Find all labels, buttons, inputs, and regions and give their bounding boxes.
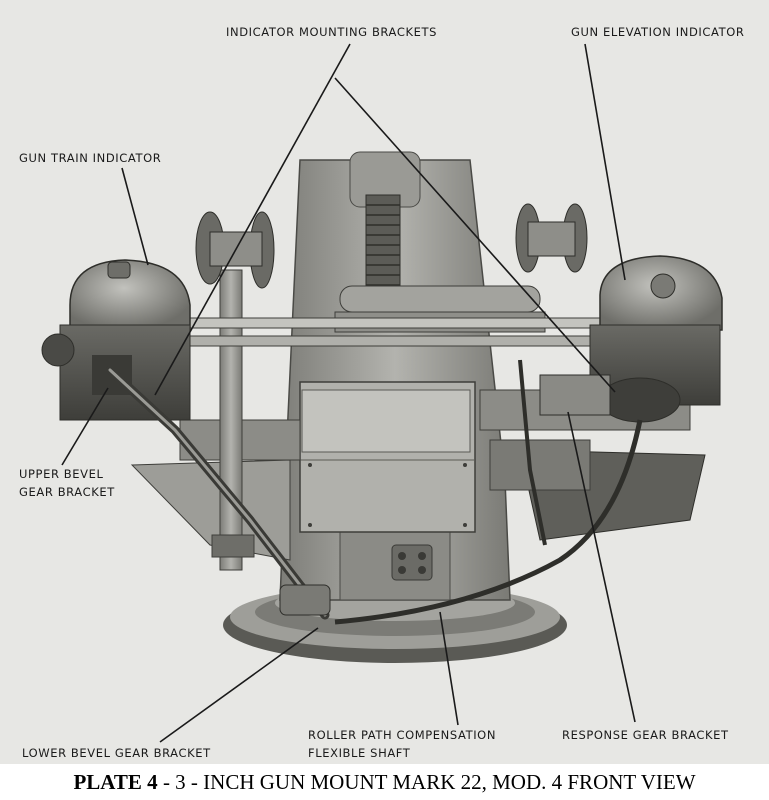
label-roller-path-line1: ROLLER PATH COMPENSATION — [308, 728, 497, 742]
elevating-rack — [349, 151, 421, 306]
gun-elevation-indicator-housing — [539, 255, 723, 423]
plate-caption: PLATE 4 - 3 - INCH GUN MOUNT MARK 22, MO… — [0, 767, 769, 800]
flexible-shaft-left — [105, 365, 331, 620]
right-handwheel — [515, 203, 588, 273]
plate-number: PLATE 4 — [73, 770, 158, 794]
right-side-bracket — [479, 389, 706, 541]
label-upper-bevel-line1: UPPER BEVEL — [19, 467, 104, 481]
plate-illustration: INDICATOR MOUNTING BRACKETS GUN ELEVATIO… — [0, 0, 769, 764]
label-response-gear-bracket: RESPONSE GEAR BRACKET — [562, 728, 729, 742]
label-lower-bevel-gear-bracket: LOWER BEVEL GEAR BRACKET — [22, 746, 211, 760]
gun-train-indicator-housing — [41, 259, 191, 421]
label-gun-elevation-indicator: GUN ELEVATION INDICATOR — [571, 25, 745, 39]
label-gun-train-indicator: GUN TRAIN INDICATOR — [19, 151, 162, 165]
gun-mount-drawing — [41, 43, 723, 743]
label-indicator-mounting-brackets: INDICATOR MOUNTING BRACKETS — [226, 25, 437, 39]
front-cover-box — [299, 381, 476, 533]
flexible-shaft-right — [334, 359, 643, 625]
left-handwheel — [195, 211, 275, 289]
leader-lines — [61, 43, 636, 743]
label-roller-path-line2: FLEXIBLE SHAFT — [308, 746, 411, 760]
plate-title: - 3 - INCH GUN MOUNT MARK 22, MOD. 4 FRO… — [157, 770, 696, 794]
label-upper-bevel-line2: GEAR BRACKET — [19, 485, 115, 499]
